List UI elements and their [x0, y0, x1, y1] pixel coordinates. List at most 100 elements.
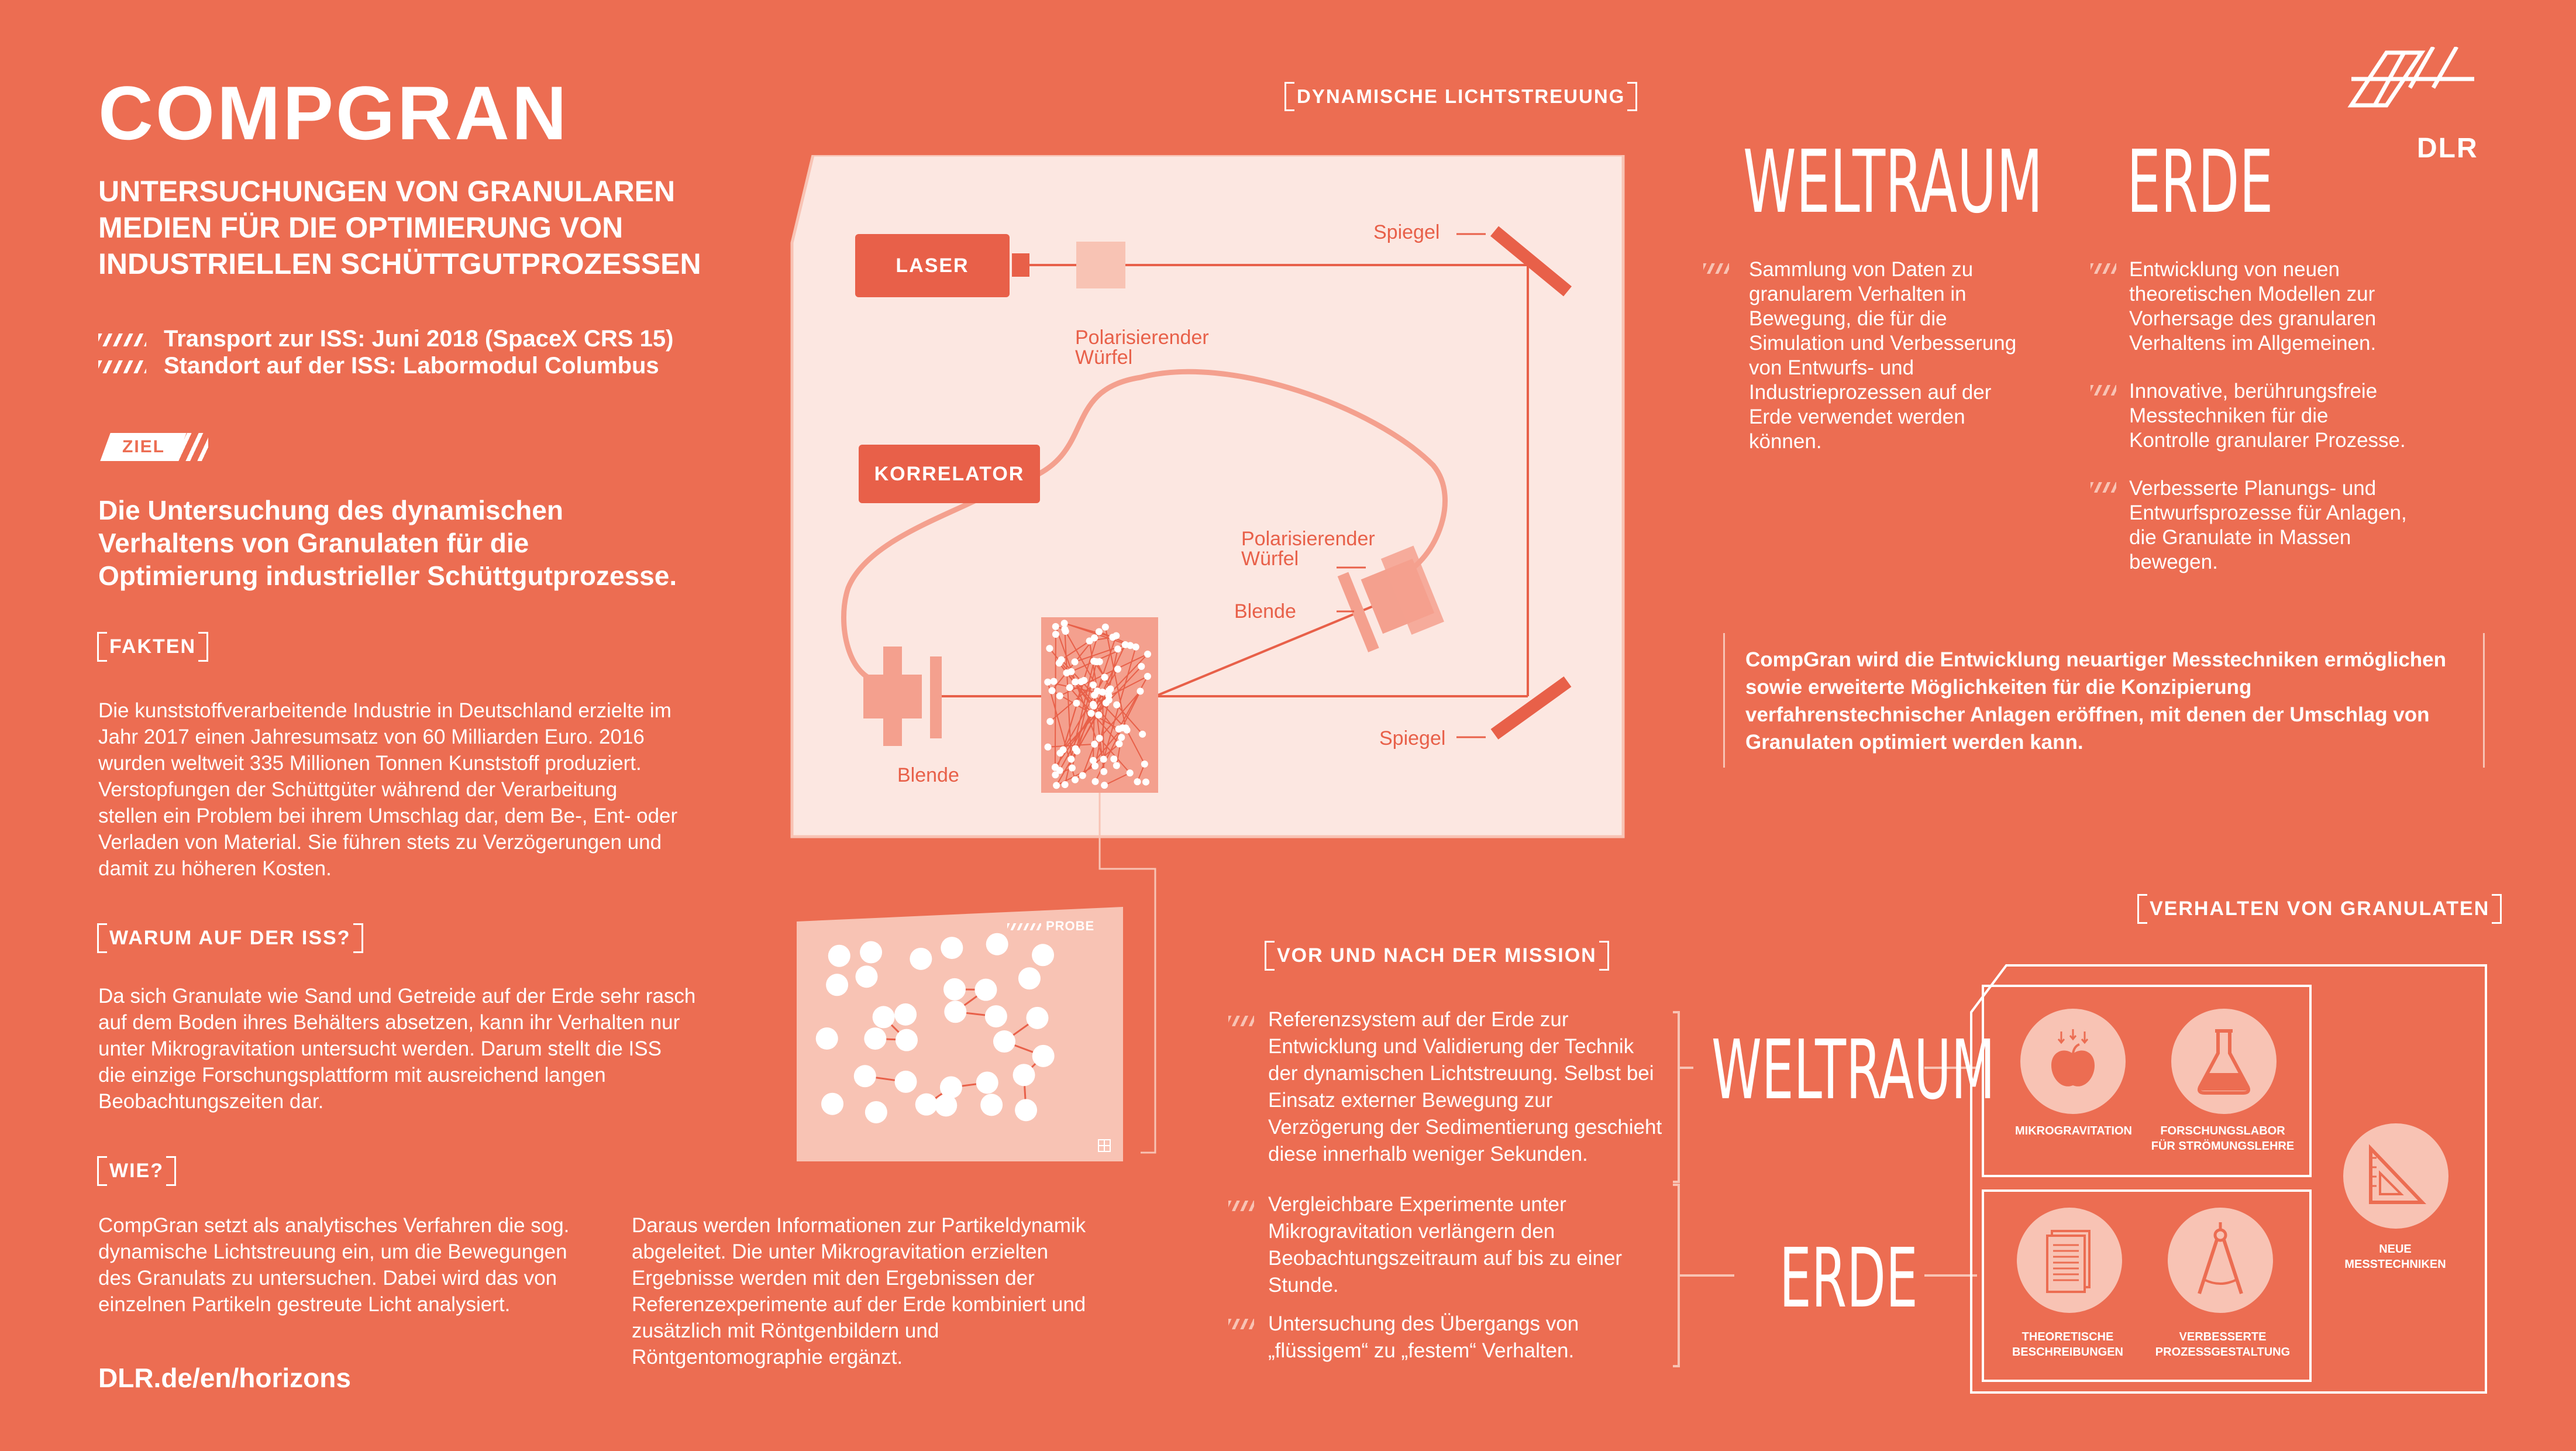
- ziel-tag: ZIEL: [100, 433, 187, 461]
- sample-particle: [1060, 620, 1068, 627]
- compass-icon: [2198, 1222, 2243, 1294]
- sample-particle: [1046, 645, 1053, 652]
- probe-particle: [910, 947, 932, 970]
- sample-particle: [1134, 778, 1141, 786]
- sample-particle: [1107, 685, 1114, 693]
- sample-particle: [1073, 699, 1080, 707]
- probe-particle: [974, 978, 997, 1001]
- sample-particle: [1095, 628, 1103, 635]
- sample-particle: [1056, 692, 1063, 700]
- laser-nozzle: [1012, 253, 1029, 277]
- hatch-icon: [1703, 263, 1729, 274]
- sample-particle: [1142, 778, 1150, 786]
- sample-particle: [1101, 623, 1109, 631]
- light-scattering-diagram: [790, 155, 1625, 1161]
- text-line: des Granulats zu untersuchen. Dabei wird…: [98, 1267, 557, 1290]
- text-line: Verhaltens von Granulaten für die: [98, 528, 529, 558]
- blende-left-label: Blende: [897, 764, 959, 786]
- probe-particle: [855, 965, 878, 988]
- hatch-icon: [2091, 385, 2116, 396]
- sample-particle: [1127, 642, 1134, 649]
- probe-particle: [872, 1006, 895, 1029]
- sample-particle: [1068, 764, 1076, 772]
- probe-particle: [993, 1030, 1015, 1053]
- sample-particle: [1089, 700, 1097, 708]
- probe-particle: [943, 978, 966, 1000]
- detector-left-body: [863, 675, 922, 718]
- text-line: Röntgentomographie ergänzt.: [632, 1346, 903, 1369]
- probe-particle: [1032, 1044, 1055, 1067]
- sample-particle: [1100, 755, 1107, 763]
- sample-particle: [1061, 625, 1069, 633]
- hatch-icon: [2091, 482, 2116, 493]
- laser-label: LASER: [896, 254, 969, 277]
- sample-particle: [1050, 678, 1058, 685]
- sample-particle: [1099, 689, 1107, 696]
- probe-label: PROBE: [1007, 919, 1094, 934]
- blende-right: [1337, 572, 1379, 652]
- polarizing-cube-top: [1076, 242, 1125, 288]
- sample-particle: [1114, 665, 1121, 673]
- sample-particle: [1067, 755, 1075, 763]
- probe-particle: [895, 1029, 918, 1051]
- mirror-top: [1490, 226, 1572, 297]
- sample-particle: [1056, 766, 1063, 774]
- sample-particle: [1132, 643, 1139, 651]
- sample-particle: [1100, 768, 1108, 775]
- text-line: Optimierung industrieller Schüttgutproze…: [98, 561, 677, 591]
- text-line: dynamische Lichtstreuung ein, um die Bew…: [98, 1240, 567, 1263]
- text-line: CompGran setzt als analytisches Verfahre…: [98, 1214, 570, 1237]
- messtechniken-circle: [2343, 1123, 2448, 1229]
- blende-right-label: Blende: [1234, 600, 1296, 623]
- probe-particle: [826, 974, 849, 996]
- probe-connector: [1098, 793, 1156, 1154]
- sample-particle: [1089, 757, 1097, 764]
- hatch-icon: [98, 333, 146, 347]
- subtitle-line: INDUSTRIELLEN SCHÜTTGUTPROZESSEN: [98, 247, 701, 280]
- sample-particle: [1087, 710, 1095, 717]
- probe-particle: [853, 1065, 876, 1088]
- sample-particle: [1101, 782, 1108, 789]
- text-line: Referenzexperimente auf der Erde kombini…: [632, 1293, 1086, 1316]
- mirror-bottom: [1490, 676, 1572, 740]
- hatch-icon: [98, 360, 146, 374]
- mission-item: Vergleichbare Experimente unter Mikrogra…: [1268, 1193, 1623, 1297]
- ziel-text: Die Untersuchung des dynamischen Verhalt…: [98, 494, 677, 592]
- sample-particle: [1119, 724, 1127, 731]
- subtitle-line: MEDIEN FÜR DIE OPTIMIERUNG VON: [98, 211, 624, 244]
- probe-particle: [976, 1071, 998, 1094]
- hatch-icon: [1228, 1201, 1254, 1211]
- text-line: Verstopfungen der Schüttgüter während de…: [98, 778, 618, 801]
- flask-icon: [2198, 1029, 2250, 1095]
- sample-particle: [1072, 776, 1079, 783]
- probe-particle: [941, 937, 963, 960]
- sample-particle: [1113, 762, 1120, 769]
- probe-particle: [815, 1027, 838, 1050]
- sample-particle: [1093, 658, 1100, 666]
- text-line: Verladen von Material. Sie führen stets …: [98, 831, 662, 854]
- fiber-cable: [1034, 369, 1448, 579]
- sample-particle: [1091, 778, 1099, 785]
- mikrogravitation-circle: [2020, 1009, 2126, 1114]
- erde-item: Verbesserte Planungs- und Entwurfsprozes…: [2129, 477, 2407, 573]
- sample-particle: [1096, 734, 1103, 742]
- fakten-text: Die kunststoffverarbeitende Industrie in…: [98, 697, 677, 882]
- verhalten-frame: [1970, 964, 2487, 1394]
- probe-particle: [1015, 1099, 1038, 1122]
- erde-heading: ERDE: [2127, 132, 2274, 232]
- text-line: die einzige Forschungsplattform mit ausr…: [98, 1064, 606, 1086]
- sample-particle: [1044, 678, 1052, 686]
- probe-particle: [1026, 1006, 1049, 1029]
- hatch-icon: [1228, 1319, 1254, 1329]
- sample-particle: [1048, 687, 1056, 694]
- sample-particle: [1072, 678, 1079, 686]
- mission-erde-label: ERDE: [1779, 1231, 1918, 1326]
- text-line: Da sich Granulate wie Sand und Getreide …: [98, 985, 696, 1008]
- footer-link[interactable]: DLR.de/en/horizons: [98, 1363, 351, 1393]
- text-line: Beobachtungszeiten dar.: [98, 1090, 324, 1113]
- sample-particle: [1086, 637, 1093, 645]
- probe-particle: [939, 1076, 962, 1099]
- wie-heading: WIE?: [97, 1156, 176, 1186]
